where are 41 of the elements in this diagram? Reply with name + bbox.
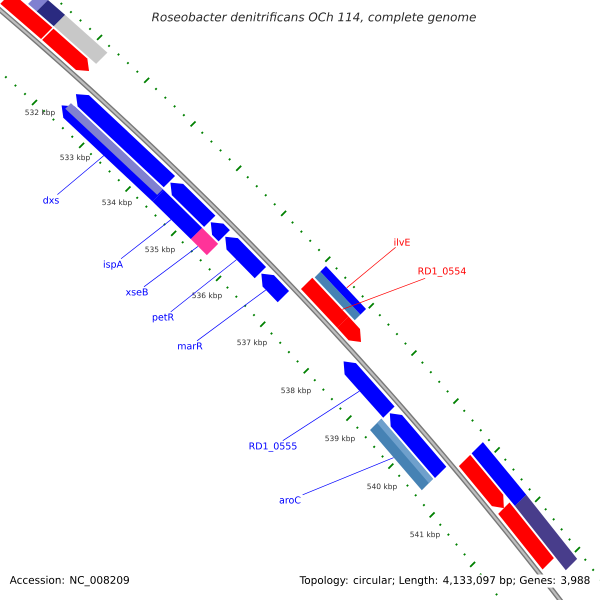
gene-block xyxy=(0,0,52,39)
gene-label: ispA xyxy=(104,260,123,270)
genome-info-note: Topology: circular; Length: 4,133,097 bp; Genes: 3,988 xyxy=(298,574,592,588)
gene-block xyxy=(314,266,366,320)
gene-block xyxy=(225,236,266,278)
gene-block xyxy=(344,361,395,418)
gene-block xyxy=(390,413,446,478)
gene-block xyxy=(170,182,216,227)
gene-label: RD1_0554 xyxy=(418,267,466,277)
gene-block xyxy=(261,274,290,302)
title: Roseobacter denitrificans OCh 114, complete genome xyxy=(152,12,476,24)
gene-block xyxy=(498,502,554,570)
gene-block xyxy=(190,228,218,256)
gene-label: xseB xyxy=(126,288,148,296)
leader-line xyxy=(57,155,104,195)
gene-label: aroC xyxy=(280,496,300,504)
gene-label: marR xyxy=(178,342,202,350)
gene-block xyxy=(300,278,362,342)
gene-block xyxy=(54,14,108,64)
leader-line xyxy=(342,278,426,310)
gene-label: ilvE xyxy=(394,238,410,246)
leader-line xyxy=(282,390,360,442)
leader-line xyxy=(144,246,198,288)
gene-block xyxy=(76,94,176,188)
gene-block xyxy=(472,442,526,506)
gene-block xyxy=(152,190,202,240)
gene-block xyxy=(36,0,66,26)
gene-block xyxy=(514,494,578,570)
gene-label: RD1_0555 xyxy=(250,442,297,452)
leader-line xyxy=(120,219,172,260)
gene-block xyxy=(210,222,230,242)
accession-note: Accession: NC_008209 xyxy=(8,574,132,588)
gene-label: dxs xyxy=(43,196,59,204)
leader-line xyxy=(170,259,237,312)
leader-line xyxy=(302,457,394,496)
leader-line xyxy=(346,246,396,288)
leader-line xyxy=(196,290,266,342)
gene-block xyxy=(28,0,48,12)
gene-block xyxy=(458,454,504,508)
gene-label: petR xyxy=(152,314,174,322)
gene-block xyxy=(42,28,90,71)
